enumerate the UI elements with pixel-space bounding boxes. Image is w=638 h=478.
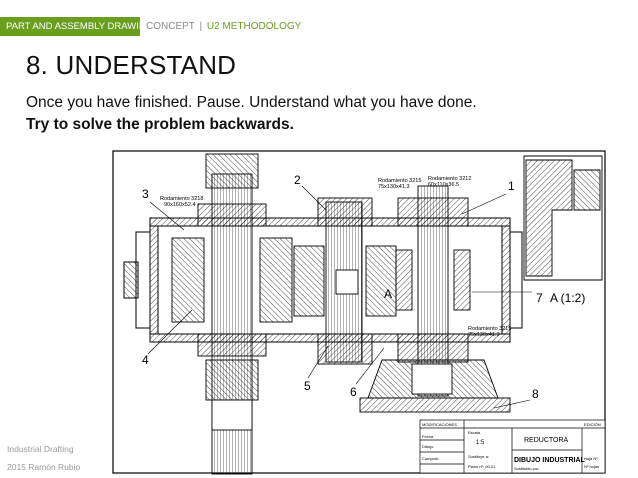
bearing-size-3218: 90x160x52.4 <box>164 202 196 208</box>
callout-8: 8 <box>532 387 539 401</box>
tb-modif: MODIFICACIONES <box>422 422 457 427</box>
tb-scale-label: Escala <box>468 430 481 435</box>
section-tag: PART AND ASSEMBLY DRAWING <box>0 17 153 36</box>
tb-nhojas: Nº hojas <box>584 464 599 469</box>
footer-copyright: 2015 Ramón Rubio <box>7 462 81 472</box>
callout-7: 7 <box>536 291 543 305</box>
output-shaft <box>367 185 499 399</box>
tb-dibujo: Dibujo <box>422 444 434 449</box>
tb-comprob: Comprob. <box>422 456 440 461</box>
leader-lines <box>147 185 532 409</box>
detail-label: A (1:2) <box>550 291 585 305</box>
title-block-text: MODIFICACIONES Fecha Escala 1:5 Dibujo C… <box>422 422 601 471</box>
tb-name: REDUCTORA <box>524 437 569 444</box>
footer-course: Industrial Drafting <box>7 444 74 454</box>
bearing-label-3218: Rodamiento 3218 <box>160 196 203 202</box>
callout-1: 1 <box>508 179 515 193</box>
breadcrumb-separator: | <box>199 21 203 32</box>
bearing-labels: Rodamiento 3218 90x160x52.4 Rodamiento 3… <box>160 176 511 338</box>
base-plate <box>359 397 511 413</box>
bearing-label-3212: Rodamiento 3212 <box>428 176 471 182</box>
callout-5: 5 <box>304 379 311 393</box>
breadcrumb-concept: CONCEPT <box>146 21 195 32</box>
section-label: A <box>384 287 392 301</box>
title-block <box>419 419 606 474</box>
bearing-size-3212: 60x110x36.5 <box>428 182 459 188</box>
bearing-label-3215-top: Rodamiento 3215 <box>378 178 421 184</box>
input-shaft <box>171 153 293 475</box>
tb-edicion: EDICIÓN <box>584 422 601 427</box>
bearing-label-3215-bottom: Rodamiento 3215 <box>468 326 511 332</box>
tb-school: DIBUJO INDUSTRIAL <box>514 457 586 464</box>
callout-3: 3 <box>142 187 149 201</box>
gearbox-assembly-drawing: 1 2 3 4 5 6 7 8 A A (1:2) Rodamiento 321… <box>112 150 606 475</box>
tb-scale: 1:5 <box>476 440 485 446</box>
callout-4: 4 <box>142 353 149 367</box>
callout-2: 2 <box>294 173 301 187</box>
bearing-size-3215-top: 75x130x41.3 <box>378 184 410 190</box>
breadcrumb: CONCEPT | U2 METHODOLOGY <box>146 17 301 36</box>
breadcrumb-topic: U2 METHODOLOGY <box>206 21 302 32</box>
tb-hoja: Hoja Nº <box>584 456 598 461</box>
slide-title: 8. UNDERSTAND <box>26 50 237 80</box>
callouts: 1 2 3 4 5 6 7 8 A A (1:2) <box>142 173 585 401</box>
tb-sustituye: Sustituye a: <box>468 454 489 459</box>
callout-6: 6 <box>350 385 357 399</box>
instruction-emphasis: Try to solve the problem backwards. <box>26 116 294 133</box>
tb-plano: Plano nº: 00-01 <box>468 464 496 469</box>
tb-substituido: Sustituido por: <box>514 466 540 471</box>
detail-view-a <box>523 155 603 281</box>
bearing-size-3215-bottom: 75x130x41.3 <box>468 332 500 338</box>
tb-fecha: Fecha <box>422 434 434 439</box>
intermediate-shaft <box>293 197 397 365</box>
instruction-text: Once you have finished. Pause. Understan… <box>26 94 477 111</box>
